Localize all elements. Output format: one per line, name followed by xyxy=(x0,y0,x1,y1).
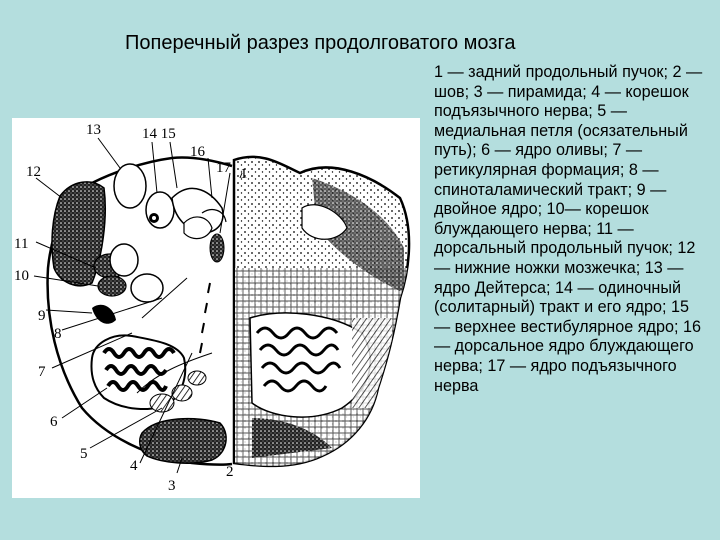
slide-title: Поперечный разрез продолговатого мозга xyxy=(125,32,515,55)
callout-17: 17 xyxy=(216,160,232,176)
medulla-cross-section-figure: 1 2 3 4 5 6 7 8 9 10 11 12 13 14 15 16 1… xyxy=(12,118,420,498)
right-half-texture xyxy=(234,157,420,468)
left-half-structures xyxy=(52,164,226,463)
callout-11: 11 xyxy=(14,236,28,252)
callout-7: 7 xyxy=(38,364,46,380)
callout-13: 13 xyxy=(86,122,101,138)
callout-2: 2 xyxy=(226,464,234,480)
medulla-drawing: 1 2 3 4 5 6 7 8 9 10 11 12 13 14 15 16 1… xyxy=(12,118,420,498)
callout-12: 12 xyxy=(26,164,41,180)
callout-8: 8 xyxy=(54,326,62,342)
callout-9: 9 xyxy=(38,308,46,324)
callout-1: 1 xyxy=(240,166,248,182)
callout-4: 4 xyxy=(130,458,138,474)
callout-14-15: 14 15 xyxy=(142,126,176,142)
callout-10: 10 xyxy=(14,268,29,284)
callout-6: 6 xyxy=(50,414,58,430)
callout-3: 3 xyxy=(168,478,176,494)
callout-5: 5 xyxy=(80,446,88,462)
legend-text: 1 — задний продольный пучок; 2 — шов; 3 … xyxy=(434,63,706,396)
callout-16: 16 xyxy=(190,144,206,160)
